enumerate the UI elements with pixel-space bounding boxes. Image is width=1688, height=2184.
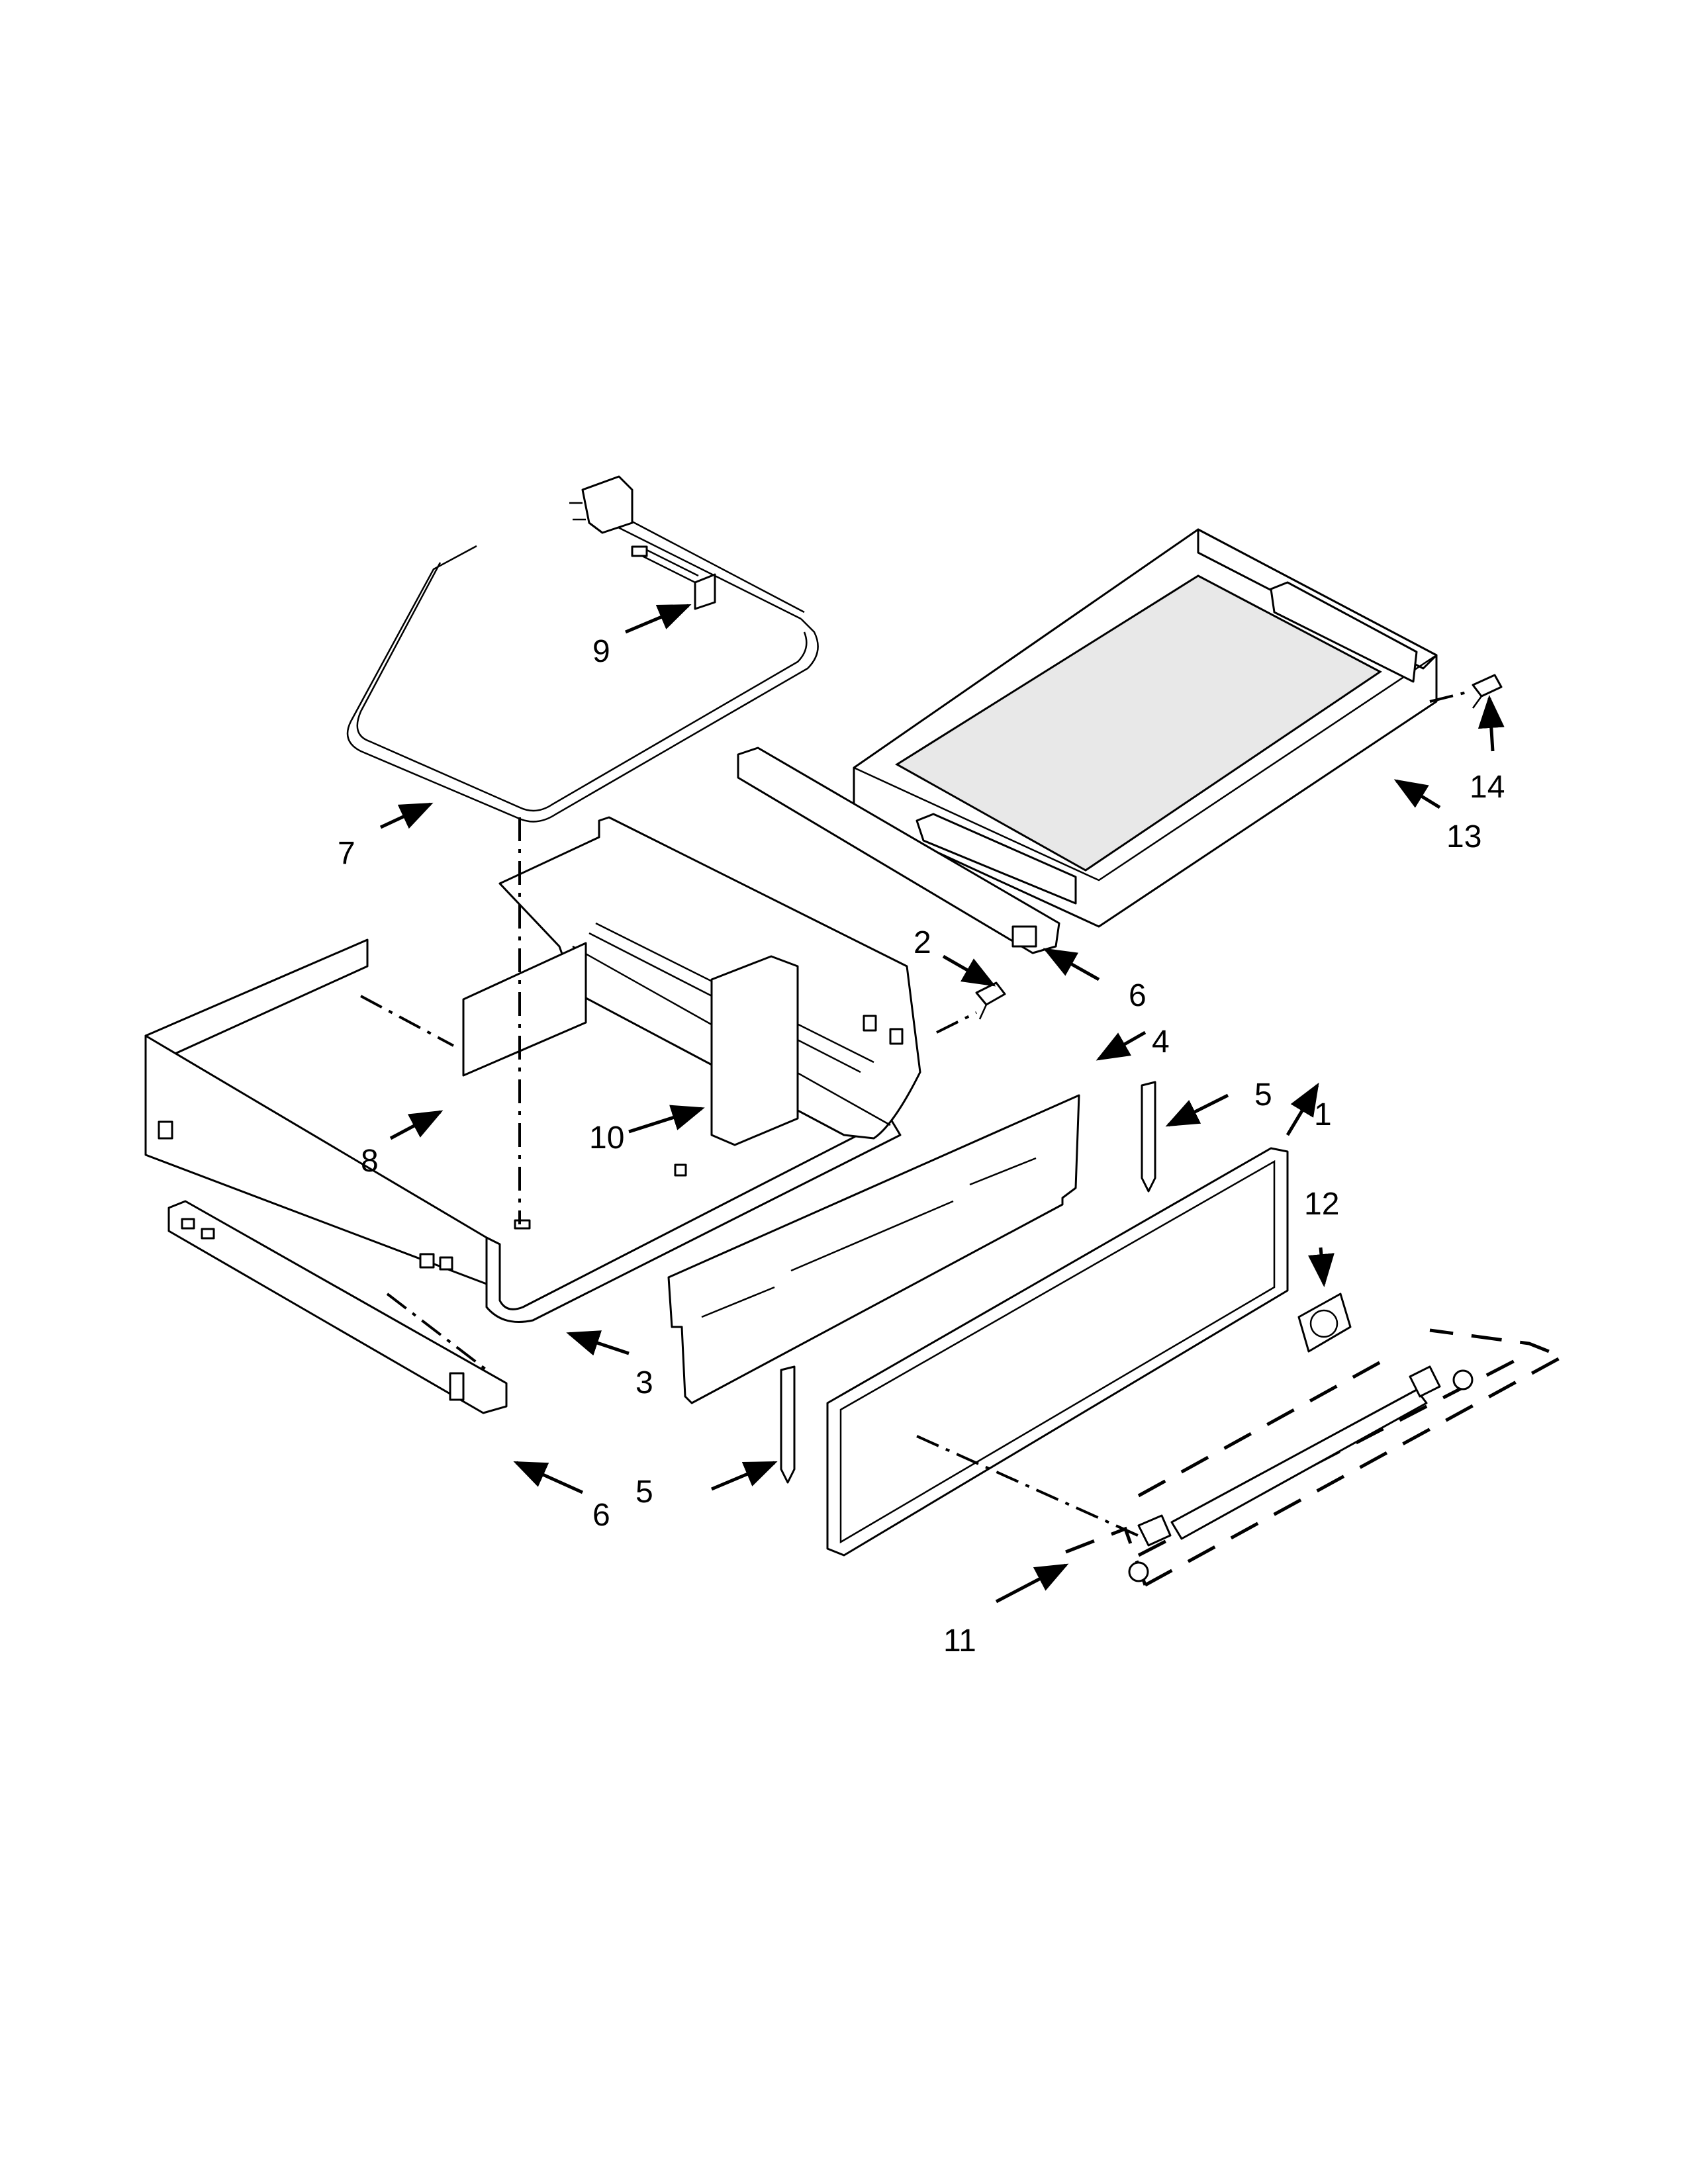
callout-3: 3: [635, 1365, 653, 1400]
handle-assembly: [1065, 1328, 1566, 1587]
slide-rail-lower: [167, 1200, 508, 1414]
callout-labels: 1 2 3 4 5 5 6 6 7 8 9 10 11 12 13 14: [338, 634, 1505, 1659]
callout-11: 11: [943, 1623, 976, 1659]
callout-1: 1: [1314, 1097, 1332, 1132]
badge: [1297, 1293, 1352, 1353]
heating-element: [346, 475, 819, 823]
callout-5-upper: 5: [1254, 1077, 1272, 1113]
drawer-pan: [853, 528, 1438, 928]
callout-6-upper: 6: [1129, 978, 1147, 1013]
slide-rail-upper: [737, 747, 1060, 954]
callout-arrows: [379, 604, 1505, 1604]
drawer-housing: [144, 816, 921, 1323]
callout-9: 9: [592, 634, 610, 669]
screw-14: [1472, 674, 1503, 709]
callout-10: 10: [589, 1120, 624, 1156]
bracket-5-upper: [1141, 1081, 1156, 1193]
screw-2: [975, 981, 1006, 1020]
callout-14: 14: [1470, 770, 1505, 805]
callout-4: 4: [1152, 1024, 1170, 1060]
callout-13: 13: [1446, 819, 1481, 854]
callout-5-lower: 5: [635, 1475, 653, 1510]
centerlines: [360, 690, 1470, 1540]
bracket-5-lower: [780, 1365, 796, 1484]
outer-drawer-front: [826, 1147, 1289, 1557]
callout-12: 12: [1304, 1187, 1339, 1222]
callout-8: 8: [361, 1144, 379, 1179]
callout-7: 7: [338, 836, 355, 871]
sensor-bracket: [631, 545, 716, 610]
inner-front-panel: [667, 1094, 1080, 1404]
callout-2: 2: [914, 925, 931, 960]
callout-6-lower: 6: [592, 1498, 610, 1533]
